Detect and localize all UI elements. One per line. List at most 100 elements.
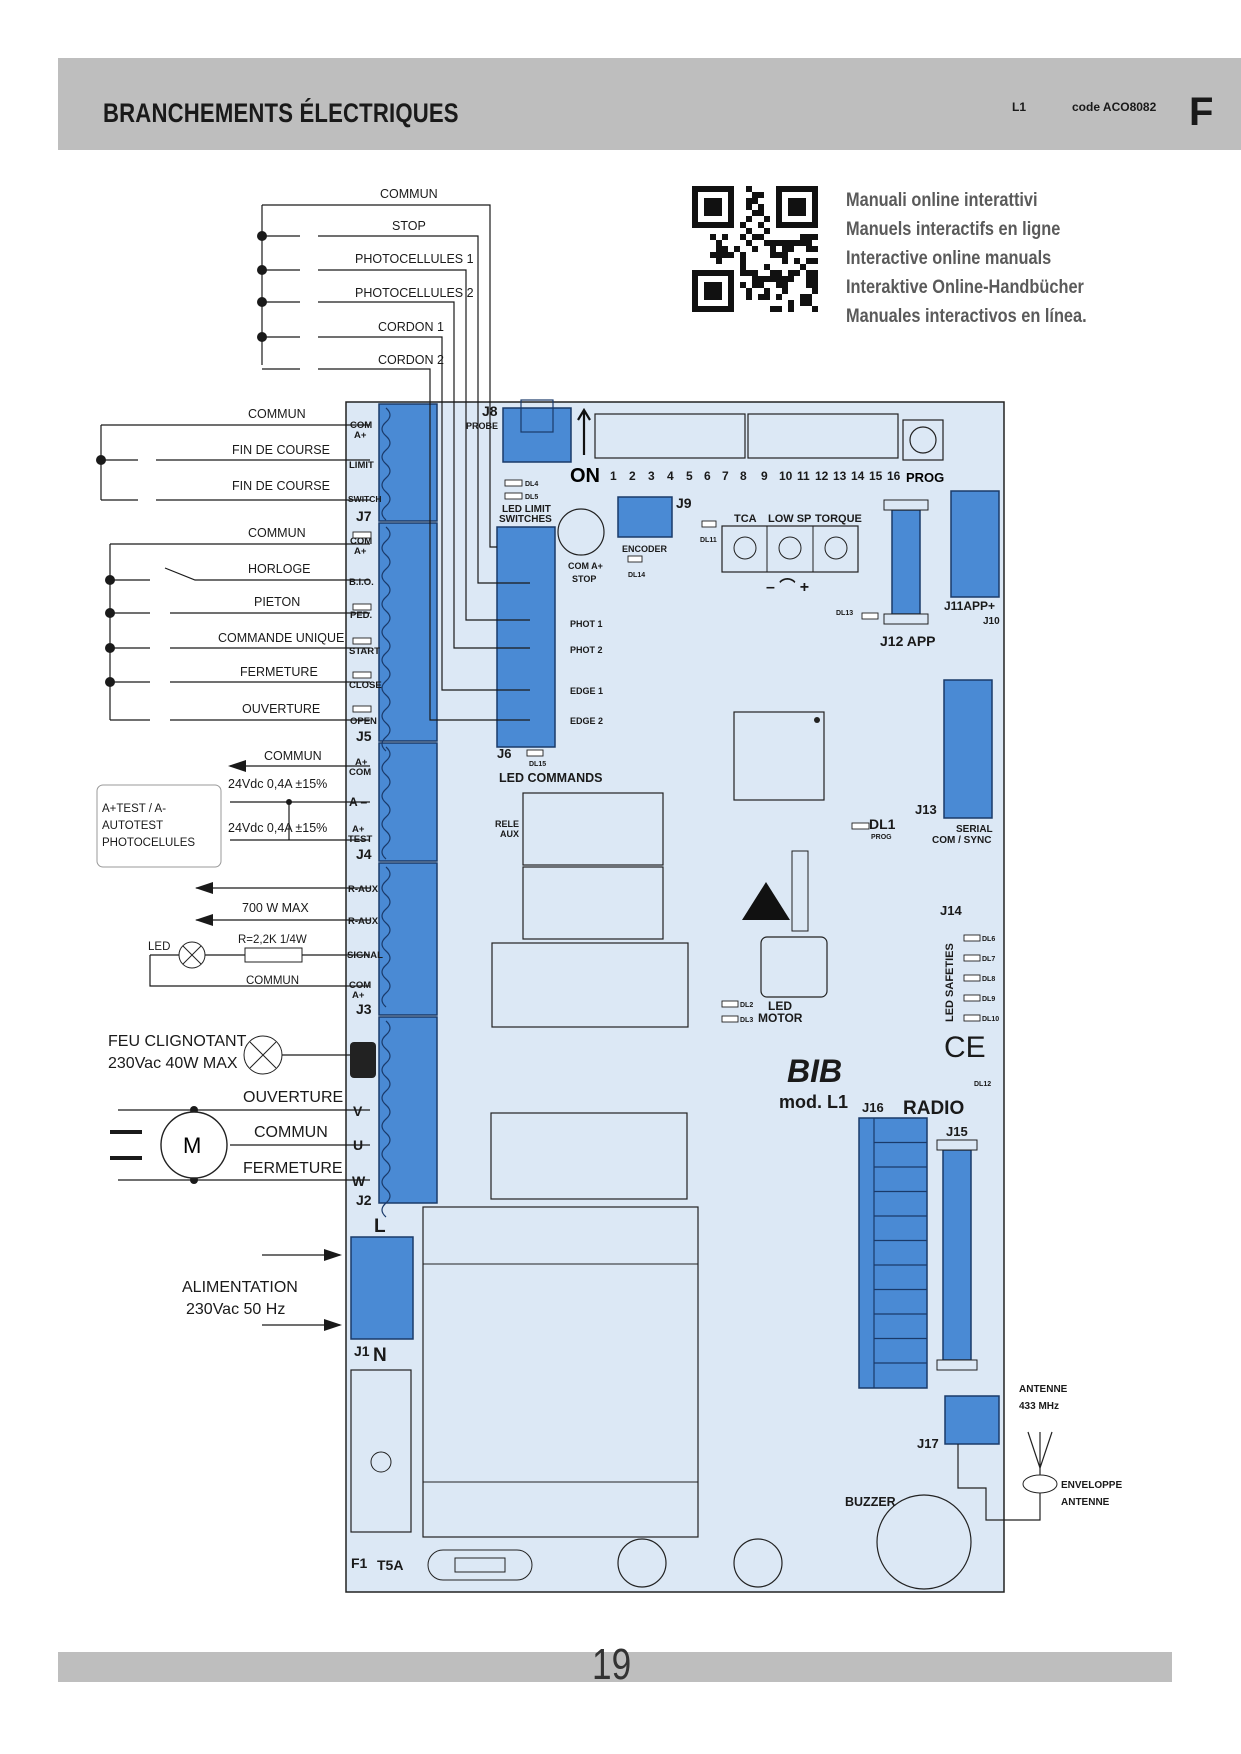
dip-number: 8 [740,469,747,483]
label-photocell-2: PHOTOCELLULES 2 [355,286,474,300]
label-photocell-1: PHOTOCELLULES 1 [355,252,474,266]
microcontroller [733,711,825,801]
terminal-label: A+ [352,824,365,835]
label-autotest-1: A+TEST / A- [102,803,166,815]
terminal-label: A+ [354,546,367,557]
fuse-holder [350,1369,412,1533]
manual-line: Interaktive Online-Handbücher [846,277,1084,298]
motor-relay [760,936,828,998]
dl11-label: DL11 [700,537,717,544]
label-stop: STOP [392,219,426,233]
j1-label: J1 [354,1343,370,1359]
led-indicators [352,479,981,1023]
j13-label: J13 [915,802,937,817]
j6-label: J6 [497,746,511,761]
terminal-label: START [349,646,380,657]
autotest-box [96,784,222,868]
com-sync-label: COM / SYNC [932,835,991,846]
label-autotest-2: AUTOTEST [102,820,163,832]
stop-led-round [557,508,605,556]
terminal-u: U [353,1137,363,1153]
external-wiring [100,204,530,1326]
dl13-label: DL13 [836,610,853,617]
dl8-label: DL8 [982,976,995,983]
label-led: LED [148,941,170,953]
label-flashing-lamp-spec: 230Vac 40W MAX [108,1055,238,1072]
relays [490,792,689,1200]
label-700w: 700 W MAX [242,901,309,915]
phot-1-label: PHOT 1 [570,619,603,629]
label-cord-2: CORDON 2 [378,353,444,367]
j2-label: J2 [356,1192,372,1208]
dip-number: 6 [704,469,711,483]
j11-connector [950,490,1000,598]
ce-mark-icon: CE [944,1031,986,1064]
label-clock: HORLOGE [248,562,311,576]
prog-label: PROG [906,470,944,485]
manual-line: Interactive online manuals [846,248,1052,269]
j16-radio-connector [858,1117,928,1389]
terminal-label: COM [350,420,372,431]
terminal-label: B.I.O. [349,577,374,588]
j11-label: J11APP+ [944,599,995,613]
label-24vdc-1: 24Vdc 0,4A ±15% [228,777,327,791]
manual-line: Manuali online interattivi [846,190,1038,211]
terminal-label: SIGNAL [347,950,383,961]
dl15-label: DL15 [529,761,546,768]
stop-label: STOP [572,574,596,584]
dl7-label: DL7 [982,956,995,963]
antenna-label: ANTENNE [1019,1384,1068,1395]
dip-number: 3 [648,469,655,483]
j8-label: J8 [482,403,498,419]
terminal-label: COM [349,980,371,991]
qr-code-icon[interactable] [692,186,818,312]
dip-number: 10 [779,469,793,483]
transformer [422,1206,699,1538]
terminal-w: W [352,1173,366,1189]
header-bar [58,58,1241,150]
label-motor-open: OUVERTURE [243,1089,343,1106]
j7-label: J7 [356,508,372,524]
fuse-rating: T5A [377,1557,403,1573]
dl1-label: DL1 [869,816,896,832]
dip-number: 4 [667,469,674,483]
dip-number: 13 [833,469,847,483]
label-motor-common: COMMUN [254,1124,328,1141]
dip-number: 16 [887,469,901,483]
j4-label: J4 [356,846,372,862]
radio-label: RADIO [903,1098,964,1119]
terminal-label: SWITCH [348,494,382,504]
footer-bar [58,1652,1172,1682]
manual-line: Manuales interactivos en línea. [846,306,1087,327]
dip-switch-9-16[interactable] [747,413,899,459]
dip-switch-1-8[interactable] [594,413,746,459]
probe-label: PROBE [466,421,498,431]
trimmers[interactable] [721,525,859,573]
beacon-icon [350,1042,376,1078]
document-code: code ACO8082 [1072,100,1157,114]
dip-number: 9 [761,469,768,483]
low-speed-label: LOW SP [768,513,811,525]
encoder-label: ENCODER [622,544,668,554]
j3-label: J3 [356,1001,372,1017]
serial-label: SERIAL [956,824,993,835]
dip-number: 1 [610,469,617,483]
motor-letter: M [183,1133,201,1158]
label-power: ALIMENTATION [182,1279,298,1296]
manual-line: Manuels interactifs en ligne [846,219,1061,240]
label-open: OUVERTURE [242,702,320,716]
dl14-label: DL14 [628,572,645,579]
label-motor-close: FERMETURE [243,1160,343,1177]
dip-number: 11 [797,469,810,483]
dl9-label: DL9 [982,996,995,1003]
terminal-label: R-AUX [348,916,379,927]
label-commun: COMMUN [380,187,438,201]
dl6-label: DL6 [982,936,995,943]
label-j4-common: COMMUN [264,749,322,763]
page-title: BRANCHEMENTS ÉLECTRIQUES [103,98,459,128]
prog-button[interactable] [902,419,944,461]
terminal-label: TEST [348,834,372,845]
dip-number: 12 [815,469,829,483]
edge-1-label: EDGE 1 [570,686,603,696]
terminal-n: N [373,1345,387,1366]
